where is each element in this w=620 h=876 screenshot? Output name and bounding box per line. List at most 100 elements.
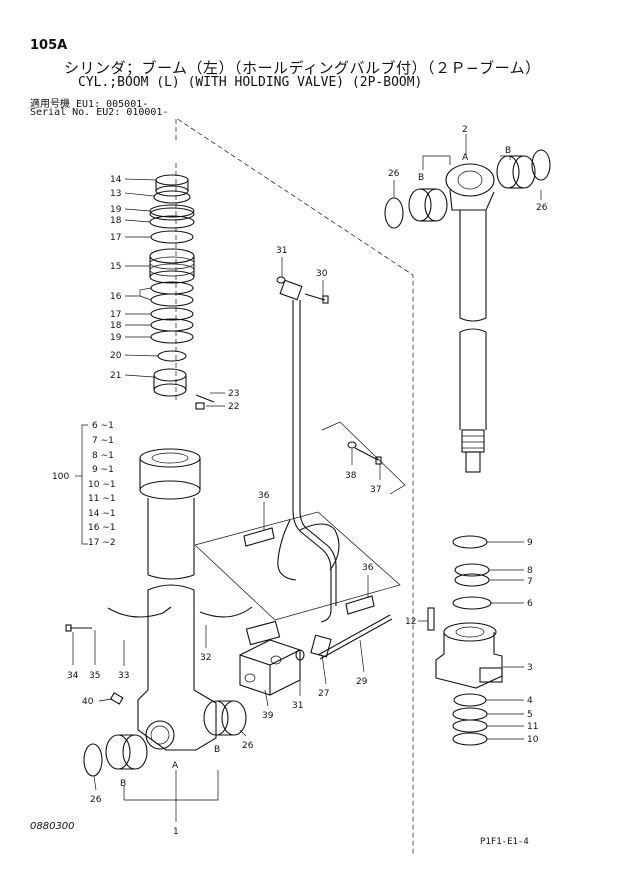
- callout-20: 20: [110, 351, 122, 361]
- part-11-ring: [452, 719, 488, 733]
- kit-item: 6 ∼1: [92, 421, 114, 431]
- cylinder-tube: [137, 498, 217, 751]
- part-26-dust-seal-right-top: [531, 149, 551, 181]
- kit-group-label: 100: [52, 472, 69, 482]
- callout-26-left-lower: 26: [90, 795, 102, 805]
- callout-8: 8: [527, 566, 533, 576]
- callout-27: 27: [318, 689, 329, 699]
- callout-22: 22: [228, 402, 239, 412]
- kit-item: 14 ∼1: [88, 509, 116, 519]
- callout-17-upper: 17: [110, 233, 121, 243]
- piston-rod: [459, 210, 487, 473]
- callout-12: 12: [405, 617, 416, 627]
- page-code: 105A: [30, 38, 68, 53]
- callout-3: 3: [527, 663, 533, 673]
- callout-18-upper: 18: [110, 216, 122, 226]
- part-36-bracket-upper: [243, 527, 275, 547]
- callout-36-upper: 36: [258, 491, 270, 501]
- part-9-seal: [452, 535, 488, 549]
- callout-17-lower: 17: [110, 310, 121, 320]
- label-B-top-right: B: [505, 146, 511, 156]
- kit-item: 17 ∼2: [88, 538, 116, 548]
- part-4-seal: [453, 693, 487, 707]
- callout-21: 21: [110, 371, 121, 381]
- label-B-bottom-right: B: [214, 745, 220, 755]
- callout-labels: 14 13 19 18 17 15 16 17 18 19 20 21 23 2…: [52, 125, 548, 837]
- bracket-plane: [194, 511, 401, 621]
- part-17-o-ring-lower: [150, 307, 194, 321]
- callout-19-upper: 19: [110, 205, 122, 215]
- callout-30: 30: [316, 269, 328, 279]
- callout-33: 33: [118, 671, 129, 681]
- part-34-35-bolt: [65, 624, 92, 632]
- callout-11: 11: [527, 722, 538, 732]
- callout-18-lower: 18: [110, 321, 122, 331]
- part-26-bushing-right-top: [496, 155, 536, 189]
- part-26-bushing-right-lower: [203, 700, 247, 736]
- part-31-o-ring-lower: [295, 649, 305, 661]
- callout-32: 32: [200, 653, 211, 663]
- part-22-23-set-screw: [195, 394, 215, 410]
- part-6-backup-ring: [452, 596, 492, 610]
- callout-1: 1: [173, 827, 179, 837]
- callout-13: 13: [110, 189, 121, 199]
- part-18-ring-upper: [149, 215, 195, 229]
- callout-26-right-top: 26: [536, 203, 548, 213]
- callout-6: 6: [527, 599, 533, 609]
- serial-applicable-line: 適用号機 EU1: 005001-: [30, 99, 149, 110]
- rod-eye: [445, 163, 495, 211]
- part-40-plug: [109, 692, 124, 705]
- callout-9: 9: [527, 538, 533, 548]
- callout-15: 15: [110, 262, 121, 272]
- kit-item: 9 ∼1: [92, 465, 114, 475]
- leader-lines: [72, 134, 542, 822]
- callout-26-right-upper: 26: [388, 169, 400, 179]
- callout-10: 10: [527, 735, 539, 745]
- part-32-clamp: [199, 606, 253, 618]
- callout-5: 5: [527, 710, 533, 720]
- label-B-top-left: B: [418, 173, 424, 183]
- pipe-assembly: [277, 279, 340, 623]
- part-20-washer: [157, 350, 187, 362]
- serial-number-line: Serial No. EU2: 010001-: [30, 107, 169, 118]
- title-english: CYL.;BOOM (L) (WITH HOLDING VALVE) (2P-B…: [78, 75, 423, 90]
- part-26-dust-seal-right-upper: [384, 197, 404, 229]
- part-37-38-bolt-washer: [321, 421, 406, 495]
- part-15-piston: [149, 248, 195, 284]
- callout-26-right-lower: 26: [242, 741, 254, 751]
- kit-item: 11 ∼1: [88, 494, 116, 504]
- callout-36-lower: 36: [362, 563, 374, 573]
- part-5-ring: [452, 707, 488, 721]
- callout-39: 39: [262, 711, 274, 721]
- kit-item: 8 ∼1: [92, 451, 114, 461]
- callout-35: 35: [89, 671, 100, 681]
- kit-item: 16 ∼1: [88, 523, 116, 533]
- part-26-bushing-left-lower: [105, 734, 148, 770]
- callout-19-lower: 19: [110, 333, 122, 343]
- cylinder-head: [139, 448, 201, 500]
- sheet-reference: P1F1-E1-4: [480, 837, 529, 847]
- label-A-bottom: A: [172, 761, 179, 771]
- title-japanese: シリンダ；ブーム（左）（ホールディングバルブ付）（２Ｐ−ブーム）: [64, 59, 541, 77]
- callout-14: 14: [110, 175, 122, 185]
- part-31-o-ring-top: [276, 276, 286, 284]
- part-39-holding-valve: [239, 620, 301, 696]
- dashed-boundary: [175, 117, 414, 855]
- part-13-seal: [153, 190, 191, 204]
- label-B-bottom-left: B: [120, 779, 126, 789]
- part-12-bolt: [427, 607, 435, 631]
- callout-37: 37: [370, 485, 381, 495]
- drawing-number: 0880300: [30, 821, 75, 832]
- callout-38: 38: [345, 471, 357, 481]
- seal-kit-list: 6 ∼1 7 ∼1 8 ∼1 9 ∼1 10 ∼1 11 ∼1 14 ∼1 16…: [88, 421, 116, 548]
- callout-7: 7: [527, 577, 533, 587]
- part-26-bushing-right-upper: [408, 188, 448, 222]
- part-29-long-bolt: [317, 614, 393, 660]
- part-30-bolt: [304, 293, 329, 304]
- part-3-rod-cover: [435, 622, 503, 689]
- part-17-o-ring-upper: [150, 230, 194, 244]
- callout-31-lower: 31: [292, 701, 303, 711]
- part-33-clamp: [107, 606, 172, 618]
- part-18-ring-lower: [150, 318, 194, 332]
